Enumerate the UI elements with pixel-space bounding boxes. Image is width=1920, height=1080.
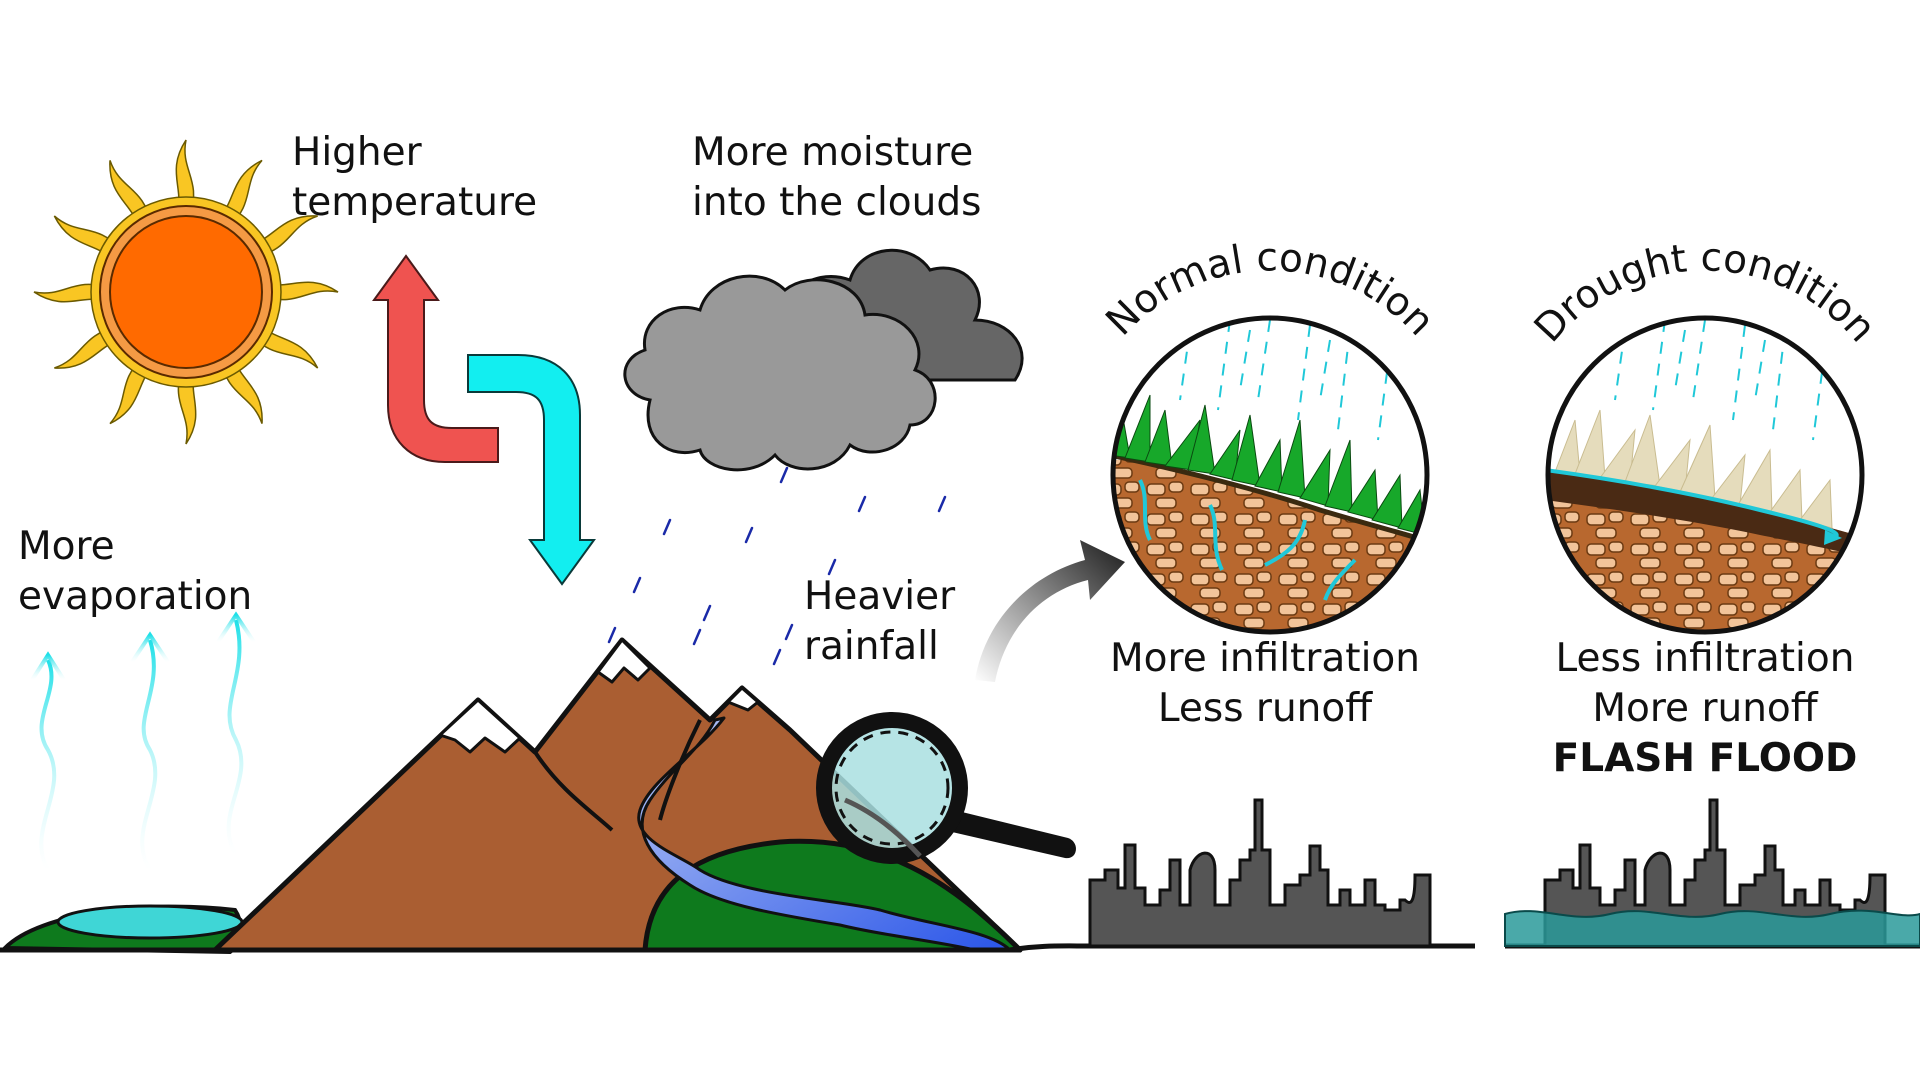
normal-condition-circle bbox=[1110, 315, 1430, 635]
lake bbox=[0, 904, 244, 955]
heavier-rainfall-label: Heavier rainfall bbox=[804, 574, 956, 669]
drought-condition-circle bbox=[1545, 315, 1865, 635]
normal-effects-label: More infiltration Less runoff bbox=[1110, 636, 1420, 731]
flood-water bbox=[1504, 909, 1920, 947]
city-skyline-icon bbox=[1088, 798, 1432, 948]
magnifier-icon bbox=[816, 712, 1076, 864]
zoom-arrow bbox=[975, 540, 1125, 682]
flash-flood-label: FLASH FLOOD bbox=[1552, 736, 1858, 781]
moisture-arrow bbox=[467, 354, 596, 586]
warm-air-arrow bbox=[372, 254, 499, 463]
sun-icon bbox=[33, 139, 339, 445]
cloud-icon bbox=[623, 248, 1024, 472]
drought-effects-label: Less infiltration More runoff FLASH FLOO… bbox=[1515, 634, 1895, 784]
mountain-icon bbox=[212, 637, 1023, 953]
rain-drops bbox=[607, 466, 947, 666]
flooded-city-skyline-icon bbox=[1504, 798, 1920, 948]
higher-temperature-label: Higher temperature bbox=[292, 130, 538, 225]
more-moisture-label: More moisture into the clouds bbox=[692, 130, 982, 225]
more-evaporation-label: More evaporation bbox=[18, 524, 253, 619]
evaporation-arrows bbox=[30, 611, 256, 872]
